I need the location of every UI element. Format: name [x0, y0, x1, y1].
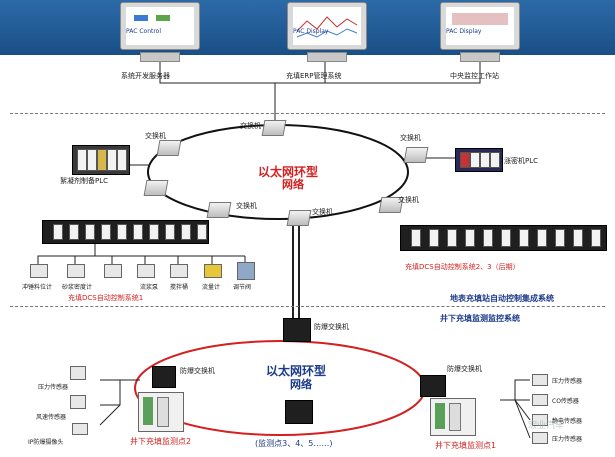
upper-ring-title-2: 网络 [282, 178, 304, 191]
instrument-label: 冲锤料位计 [22, 284, 53, 291]
instrument-icon [137, 264, 155, 278]
explosion-proof-switch-icon [283, 318, 311, 342]
switch-label-left: 交换机 [145, 132, 166, 140]
points-more-label: (监测点3、4、5……) [255, 439, 333, 448]
pressure-sensor-icon [532, 374, 548, 386]
label-erp: 充填ERP管理系统 [286, 72, 342, 80]
right-sensor-label: 压力传感器 [552, 378, 583, 385]
label-dev-server: 系统开发服务器 [121, 72, 170, 80]
instrument-icon [237, 262, 255, 280]
point1-label: 井下充填监测点1 [435, 441, 497, 450]
left-sensor-label: IP防爆摄像头 [28, 439, 64, 446]
left-sensor-label: 风速传感器 [36, 414, 67, 421]
wind-speed-sensor-icon [70, 395, 86, 409]
switch-icon [143, 180, 169, 196]
plc-left-label: 絮凝剂制备PLC [60, 177, 109, 185]
instrument-label: 搅拌桶 [170, 284, 189, 291]
camera-icon [72, 423, 88, 435]
workstation-dev-server: PAC Control [120, 2, 200, 62]
explosion-proof-switch-icon [285, 400, 313, 424]
instrument-label: 调节阀 [233, 284, 252, 291]
instrument-icon [170, 264, 188, 278]
dcs-left-label: 充填DCS自动控制系统1 [68, 294, 144, 302]
separator-middle [10, 306, 605, 307]
plc-right-label: 涨密机PLC [504, 157, 539, 165]
switch-label-bottom-right: 交换机 [398, 196, 419, 204]
dcs-right-label: 充填DCS自动控制系统2、3（后期） [405, 263, 520, 271]
point2-label: 井下充填监测点2 [130, 437, 192, 446]
instrument-label: 流浆泵 [140, 284, 159, 291]
left-sensor-label: 压力传感器 [38, 384, 69, 391]
static-sensor-icon [532, 414, 548, 426]
instrument-icon [204, 264, 222, 278]
switch-icon [261, 120, 287, 136]
right-sensor-label: CO传感器 [552, 398, 579, 405]
lower-ring-title: 以太网环型 [266, 364, 327, 378]
switch-label-right: 交换机 [400, 134, 421, 142]
co-sensor-icon [532, 394, 548, 406]
plc-right-rack [455, 148, 503, 172]
switch-icon [206, 202, 232, 218]
right-sensor-label: 静电传感器 [552, 418, 583, 425]
explosion-switch-label-top: 防爆交换机 [314, 323, 349, 331]
explosion-proof-switch-icon [152, 366, 176, 388]
dcs-left-rack [42, 220, 209, 244]
pressure-sensor-icon [532, 432, 548, 444]
underground-section-label: 井下充填监测监控系统 [440, 314, 520, 323]
instrument-label: 流量计 [202, 284, 221, 291]
instrument-icon [104, 264, 122, 278]
instrument-icon [67, 264, 85, 278]
monitoring-station-left [138, 392, 184, 432]
explosion-switch-label-left: 防爆交换机 [180, 367, 215, 375]
switch-icon [403, 147, 429, 163]
switch-label-top: 交换机 [240, 122, 261, 130]
surface-section-label: 地表充填站自动控制集成系统 [450, 294, 554, 303]
explosion-switch-label-right: 防爆交换机 [447, 365, 482, 373]
upper-ring-title: 以太网环型 [258, 165, 319, 179]
workstation-erp: PAC Display [287, 2, 367, 62]
separator-top [10, 113, 605, 114]
lower-ring-title-2: 网络 [290, 378, 312, 391]
instrument-icon [30, 264, 48, 278]
pressure-sensor-icon [70, 366, 86, 380]
right-sensor-label: 压力传感器 [552, 436, 583, 443]
dcs-right-rack [400, 225, 607, 251]
explosion-proof-switch-icon [420, 375, 446, 397]
switch-label-bottom: 交换机 [312, 208, 333, 216]
plc-left-rack [72, 145, 130, 175]
label-monitor-station: 中央监控工作站 [450, 72, 499, 80]
watermark: 宏业汽车 [528, 421, 565, 431]
monitoring-station-right [430, 398, 476, 436]
instrument-label: 砂浆密度计 [62, 284, 93, 291]
workstation-monitor: PAC Display [440, 2, 520, 62]
switch-label-bottom-left: 交换机 [236, 202, 257, 210]
switch-icon [156, 140, 182, 156]
switch-icon [286, 210, 312, 226]
